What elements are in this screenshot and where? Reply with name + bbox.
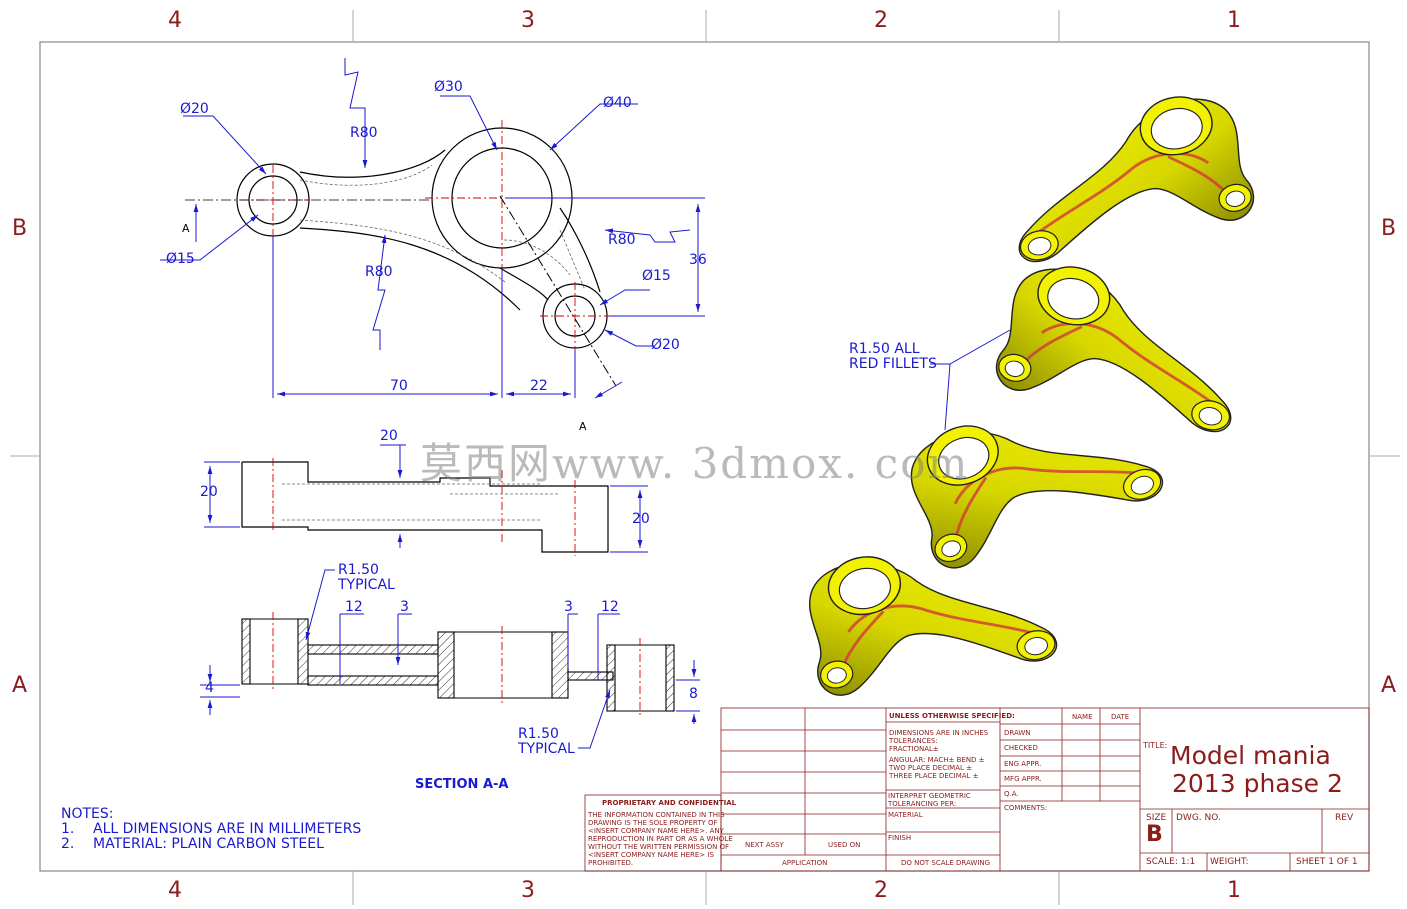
- section-letter-a2: A: [579, 420, 587, 433]
- zone-top-1: 1: [1227, 8, 1241, 33]
- notes-heading: NOTES:: [61, 806, 114, 822]
- tb-interpret: TOLERANCING PER:: [888, 800, 957, 808]
- dim-d15-right: Ø15: [642, 268, 671, 284]
- dim-typical-top: TYPICAL: [338, 577, 395, 593]
- proprietary-line: REPRODUCTION IN PART OR AS A WHOLE: [588, 835, 733, 843]
- tb-role-checked: CHECKED: [1004, 744, 1038, 752]
- note-1-num: 1.: [61, 821, 75, 837]
- tb-spec-line: ANGULAR: MACH± BEND ±: [889, 756, 985, 764]
- zone-right-a: A: [1381, 673, 1397, 698]
- fillet-note-line1: R1.50 ALL: [849, 341, 920, 357]
- proprietary-line: DRAWING IS THE SOLE PROPERTY OF: [588, 819, 718, 827]
- dim-side-left20: 20: [200, 484, 218, 500]
- tb-do-not-scale: DO NOT SCALE DRAWING: [901, 859, 991, 867]
- dim-36: 36: [689, 252, 707, 268]
- zone-right-b: B: [1381, 216, 1397, 241]
- section-letter-a: A: [182, 222, 190, 235]
- dim-d20-right: Ø20: [651, 337, 680, 353]
- tb-size-value: B: [1146, 822, 1163, 847]
- zone-top-4: 4: [168, 8, 182, 33]
- tb-role-mfg: MFG APPR.: [1004, 775, 1042, 783]
- tb-sheet: SHEET 1 OF 1: [1296, 857, 1358, 867]
- tb-role-eng: ENG APPR.: [1004, 760, 1042, 768]
- tb-spec-line: FRACTIONAL±: [889, 745, 939, 753]
- proprietary-title: PROPRIETARY AND CONFIDENTIAL: [602, 799, 737, 807]
- dim-d20-left: Ø20: [180, 101, 209, 117]
- dim-d30: Ø30: [434, 79, 463, 95]
- dim-sec-12b: 12: [601, 599, 619, 615]
- dim-side-right20: 20: [632, 511, 650, 527]
- tb-role-drawn: DRAWN: [1004, 729, 1031, 737]
- tb-next-assy: NEXT ASSY: [745, 841, 784, 849]
- dim-sec-3a: 3: [400, 599, 409, 615]
- zone-bottom-4: 4: [168, 878, 182, 903]
- tb-size-label: SIZE: [1146, 813, 1167, 823]
- note-2-num: 2.: [61, 836, 75, 852]
- tb-date: DATE: [1111, 713, 1130, 721]
- proprietary-line: PROHIBITED.: [588, 859, 634, 867]
- zone-bottom-2: 2: [874, 878, 888, 903]
- tb-rev: REV: [1335, 813, 1354, 823]
- dim-side-top20: 20: [380, 428, 398, 444]
- tb-weight: WEIGHT:: [1210, 857, 1249, 867]
- tb-role-qa: Q.A.: [1004, 790, 1019, 798]
- zone-bottom-3: 3: [521, 878, 535, 903]
- iso-view-2: [990, 253, 1257, 437]
- dim-r150-top: R1.50: [338, 562, 379, 578]
- note-1-text: ALL DIMENSIONS ARE IN MILLIMETERS: [93, 821, 362, 837]
- tb-finish: FINISH: [888, 834, 912, 842]
- dim-sec-3b: 3: [564, 599, 573, 615]
- iso-view-1: [993, 83, 1260, 267]
- tb-name: NAME: [1072, 713, 1093, 721]
- zone-left-b: B: [12, 216, 28, 241]
- section-label: SECTION A-A: [415, 777, 509, 792]
- proprietary-line: WITHOUT THE WRITTEN PERMISSION OF: [588, 843, 730, 851]
- proprietary-line: <INSERT COMPANY NAME HERE> IS: [588, 851, 714, 859]
- iso-view-4: [797, 525, 1061, 701]
- proprietary-line: THE INFORMATION CONTAINED IN THIS: [588, 811, 725, 819]
- tb-spec-line: DIMENSIONS ARE IN INCHES: [889, 729, 989, 737]
- dim-70: 70: [390, 378, 408, 394]
- dim-typical-bottom: TYPICAL: [518, 741, 575, 757]
- dim-r80-right: R80: [608, 232, 636, 248]
- tb-spec-line: TWO PLACE DECIMAL ±: [889, 764, 972, 772]
- zone-bottom-1: 1: [1227, 878, 1241, 903]
- dim-sec-4: 4: [205, 680, 214, 696]
- tb-spec-line: TOLERANCES:: [889, 737, 938, 745]
- dim-r80-top: R80: [350, 125, 378, 141]
- tb-scale: SCALE: 1:1: [1146, 857, 1196, 867]
- tb-material: MATERIAL: [888, 811, 923, 819]
- fillet-note-line2: RED FILLETS: [849, 356, 937, 372]
- drawing-title-line2: 2013 phase 2: [1172, 769, 1343, 798]
- note-2-text: MATERIAL: PLAIN CARBON STEEL: [93, 836, 324, 852]
- dim-d40: Ø40: [603, 95, 632, 111]
- tb-interpret: INTERPRET GEOMETRIC: [888, 792, 971, 800]
- tb-unless: UNLESS OTHERWISE SPECIFIED:: [889, 712, 1015, 720]
- tb-spec-line: THREE PLACE DECIMAL ±: [889, 772, 979, 780]
- tb-dwg-no: DWG. NO.: [1176, 813, 1221, 823]
- zone-top-2: 2: [874, 8, 888, 33]
- dim-22: 22: [530, 378, 548, 394]
- watermark: 莫西网www. 3dmox. com: [420, 439, 970, 488]
- zone-top-3: 3: [521, 8, 535, 33]
- drawing-title-line1: Model mania: [1170, 741, 1331, 770]
- dim-sec-12a: 12: [345, 599, 363, 615]
- dim-r80-bottom: R80: [365, 264, 393, 280]
- tb-comments: COMMENTS:: [1004, 804, 1048, 812]
- dim-r150-bottom: R1.50: [518, 726, 559, 742]
- tb-application: APPLICATION: [782, 859, 828, 867]
- dim-sec-8: 8: [689, 686, 698, 702]
- tb-title-label: TITLE:: [1143, 741, 1168, 750]
- tb-used-on: USED ON: [828, 841, 861, 849]
- proprietary-line: <INSERT COMPANY NAME HERE>. ANY: [588, 827, 724, 835]
- dim-d15-left: Ø15: [166, 251, 195, 267]
- zone-left-a: A: [12, 673, 28, 698]
